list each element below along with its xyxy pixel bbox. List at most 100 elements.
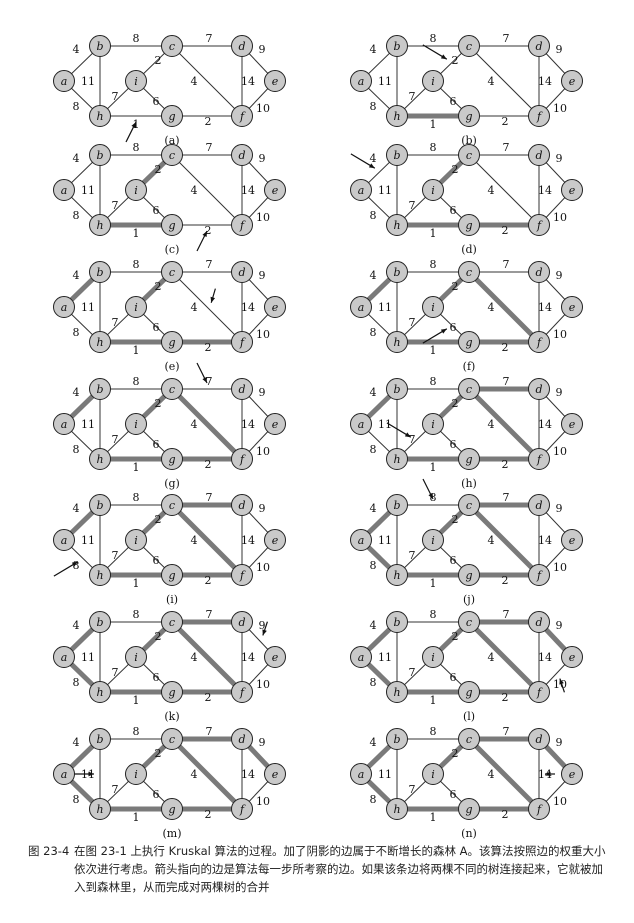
edge-weight-de: 9: [259, 43, 266, 56]
node-c: c: [458, 261, 480, 283]
edge-cf: [171, 45, 243, 117]
edge-weight-ef: 10: [256, 445, 270, 458]
edge-weight-ab: 4: [370, 386, 377, 399]
edge-weight-cd: 7: [206, 491, 213, 504]
node-label-c: c: [169, 266, 175, 279]
node-label-d: d: [535, 616, 542, 629]
edge-weight-hi: 7: [112, 666, 119, 679]
edge-weight-bc: 8: [430, 375, 437, 388]
edge-weight-gi: 6: [153, 204, 160, 217]
node-h: h: [89, 681, 111, 703]
edge-weight-gi: 6: [450, 788, 457, 801]
edge-weight-de: 9: [556, 386, 563, 399]
edge-weight-gi: 6: [153, 95, 160, 108]
node-b: b: [89, 728, 111, 750]
node-d: d: [528, 378, 550, 400]
node-e: e: [264, 179, 286, 201]
edge-weight-df: 14: [241, 768, 255, 781]
edge-weight-hi: 7: [112, 316, 119, 329]
node-e: e: [561, 70, 583, 92]
node-h: h: [89, 105, 111, 127]
edge-weight-bc: 8: [430, 491, 437, 504]
node-label-e: e: [272, 534, 279, 547]
edge-weight-fg: 2: [205, 808, 212, 821]
node-label-g: g: [465, 336, 472, 349]
node-b: b: [386, 494, 408, 516]
edge-weight-ci: 2: [155, 747, 162, 760]
edge-weight-ah: 8: [370, 676, 377, 689]
edge-weight-de: 9: [556, 269, 563, 282]
panel-label: (a): [164, 134, 179, 147]
edge-weight-bh: 11: [378, 418, 392, 431]
node-c: c: [458, 728, 480, 750]
node-label-d: d: [535, 266, 542, 279]
node-h: h: [386, 564, 408, 586]
node-label-h: h: [96, 453, 103, 466]
node-label-e: e: [569, 184, 576, 197]
edge-weight-de: 9: [556, 502, 563, 515]
node-i: i: [422, 179, 444, 201]
node-h: h: [89, 564, 111, 586]
edge-weight-cf: 4: [488, 75, 495, 88]
edge-weight-ah: 8: [370, 559, 377, 572]
edge-weight-cd: 7: [503, 725, 510, 738]
node-label-a: a: [61, 651, 68, 664]
node-label-h: h: [96, 686, 103, 699]
edge-weight-fg: 2: [205, 458, 212, 471]
edge-weight-gh: 1: [133, 118, 140, 131]
node-a: a: [350, 179, 372, 201]
edge-weight-ci: 2: [155, 630, 162, 643]
node-c: c: [458, 611, 480, 633]
node-label-d: d: [535, 40, 542, 53]
node-a: a: [350, 70, 372, 92]
panel-label: (k): [164, 710, 179, 723]
node-label-c: c: [466, 499, 472, 512]
node-label-d: d: [238, 266, 245, 279]
edge-weight-cd: 7: [503, 491, 510, 504]
node-label-b: b: [96, 499, 103, 512]
node-label-b: b: [393, 149, 400, 162]
edge-weight-ci: 2: [452, 54, 459, 67]
node-b: b: [89, 494, 111, 516]
node-label-e: e: [569, 768, 576, 781]
node-label-i: i: [431, 301, 435, 314]
arrow-icon: [350, 153, 376, 169]
panel-label: (m): [162, 827, 181, 840]
edge-weight-hi: 7: [409, 433, 416, 446]
node-i: i: [422, 296, 444, 318]
node-label-i: i: [431, 75, 435, 88]
node-d: d: [528, 261, 550, 283]
node-g: g: [458, 564, 480, 586]
forest-edge-cf: [467, 270, 541, 344]
forest-edge-cf: [467, 737, 541, 811]
arrow-icon: [386, 422, 412, 438]
node-i: i: [422, 529, 444, 551]
edge-weight-df: 14: [241, 184, 255, 197]
edge-weight-fg: 2: [502, 224, 509, 237]
node-h: h: [89, 448, 111, 470]
node-b: b: [386, 378, 408, 400]
node-label-c: c: [466, 383, 472, 396]
edge-weight-cd: 7: [206, 375, 213, 388]
node-b: b: [89, 261, 111, 283]
edge-weight-cf: 4: [191, 301, 198, 314]
edge-weight-cd: 7: [206, 608, 213, 621]
edge-weight-bh: 11: [378, 184, 392, 197]
node-c: c: [458, 494, 480, 516]
edge-weight-de: 9: [259, 269, 266, 282]
node-label-f: f: [239, 110, 246, 123]
node-label-g: g: [168, 569, 175, 582]
node-h: h: [386, 105, 408, 127]
edge-weight-ef: 10: [256, 561, 270, 574]
edge-weight-ab: 4: [73, 269, 80, 282]
edge-weight-bh: 11: [81, 418, 95, 431]
panel-label: (h): [461, 477, 477, 490]
node-label-e: e: [272, 651, 279, 664]
node-f: f: [231, 214, 253, 236]
edge-weight-cf: 4: [191, 534, 198, 547]
